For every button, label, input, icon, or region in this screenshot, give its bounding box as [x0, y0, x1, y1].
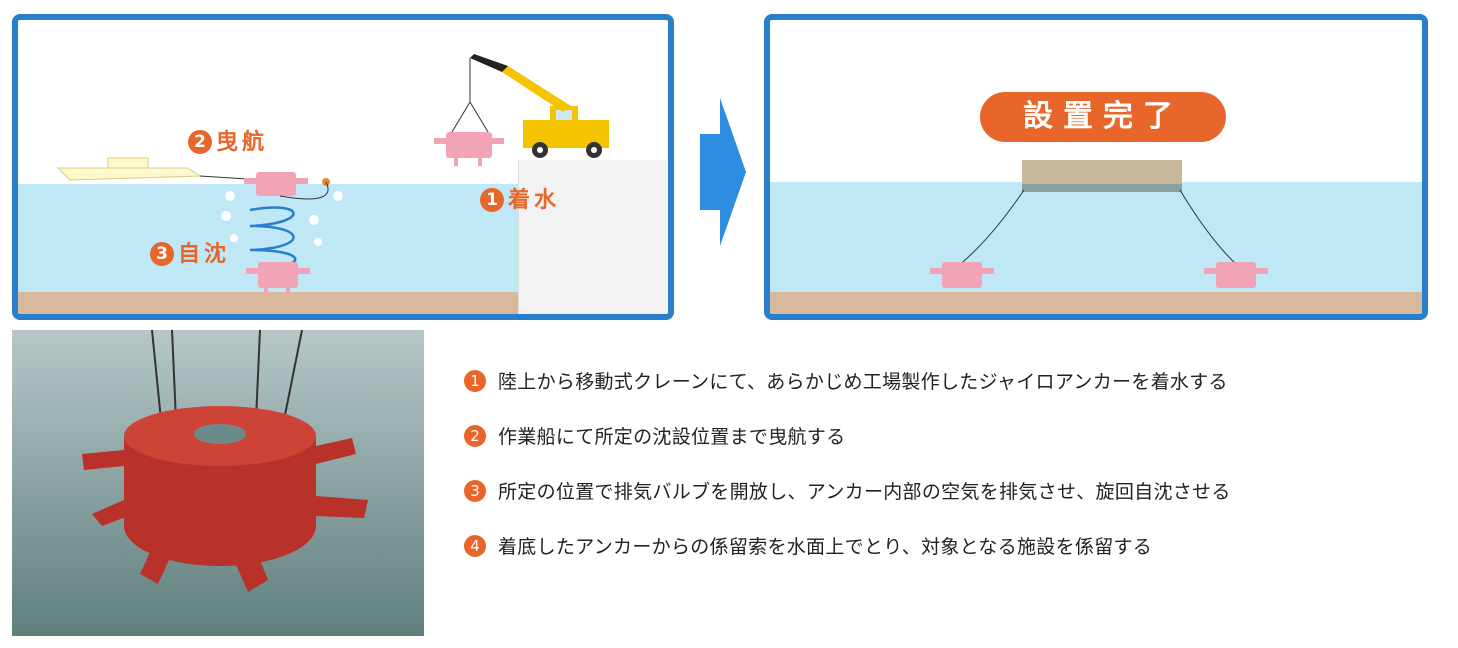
tug-boat-icon — [56, 157, 263, 181]
seabed — [770, 292, 1422, 314]
list-item: 4 着底したアンカーからの係留索を水面上でとり、対象となる施設を係留する — [464, 527, 1231, 564]
spiral-sink-arrow-icon — [249, 206, 297, 270]
tow-line — [279, 181, 329, 200]
mooring-line — [1179, 189, 1239, 267]
crane-truck-icon — [451, 54, 609, 158]
gyro-anchor-icon — [434, 132, 504, 166]
completed-illustration — [930, 160, 1268, 288]
gyro-anchor-icon — [1204, 262, 1268, 288]
step-text: 作業船にて所定の沈設位置まで曳航する — [498, 426, 846, 448]
list-item: 3 所定の位置で排気バルブを開放し、アンカー内部の空気を排気させ、旋回自沈させる — [464, 472, 1231, 509]
list-item: 1 陸上から移動式クレーンにて、あらかじめ工場製作したジャイロアンカーを着水する — [464, 362, 1231, 399]
quay-wall — [518, 160, 668, 314]
completed-diagram-panel: 設置完了 — [764, 14, 1428, 320]
step-text: 着底したアンカーからの係留索を水面上でとり、対象となる施設を係留する — [498, 536, 1153, 558]
sea-water — [770, 182, 1422, 292]
step-text: 陸上から移動式クレーンにて、あらかじめ工場製作したジャイロアンカーを着水する — [498, 371, 1228, 393]
step-number-icon: 3 — [464, 479, 486, 502]
mooring-line — [957, 189, 1025, 267]
gyro-anchor-icon — [930, 262, 994, 288]
gyro-anchor-icon — [246, 262, 310, 296]
list-item: 2 作業船にて所定の沈設位置まで曳航する — [464, 417, 1231, 454]
step-number-icon: 1 — [464, 369, 486, 392]
step-description-list: 1 陸上から移動式クレーンにて、あらかじめ工場製作したジャイロアンカーを着水する… — [464, 362, 1231, 582]
air-bubbles-icon — [221, 191, 343, 246]
gyro-anchor-icon — [244, 172, 308, 196]
completed-badge: 設置完了 — [980, 92, 1226, 142]
seabed — [18, 292, 668, 314]
step-number-icon: 4 — [464, 534, 486, 557]
process-illustration — [56, 54, 609, 296]
step-text: 所定の位置で排気バルブを開放し、アンカー内部の空気を排気させ、旋回自沈させる — [498, 481, 1231, 503]
step-number-icon: 2 — [464, 424, 486, 447]
next-arrow-icon — [700, 98, 746, 246]
anchor-photo — [12, 330, 424, 636]
